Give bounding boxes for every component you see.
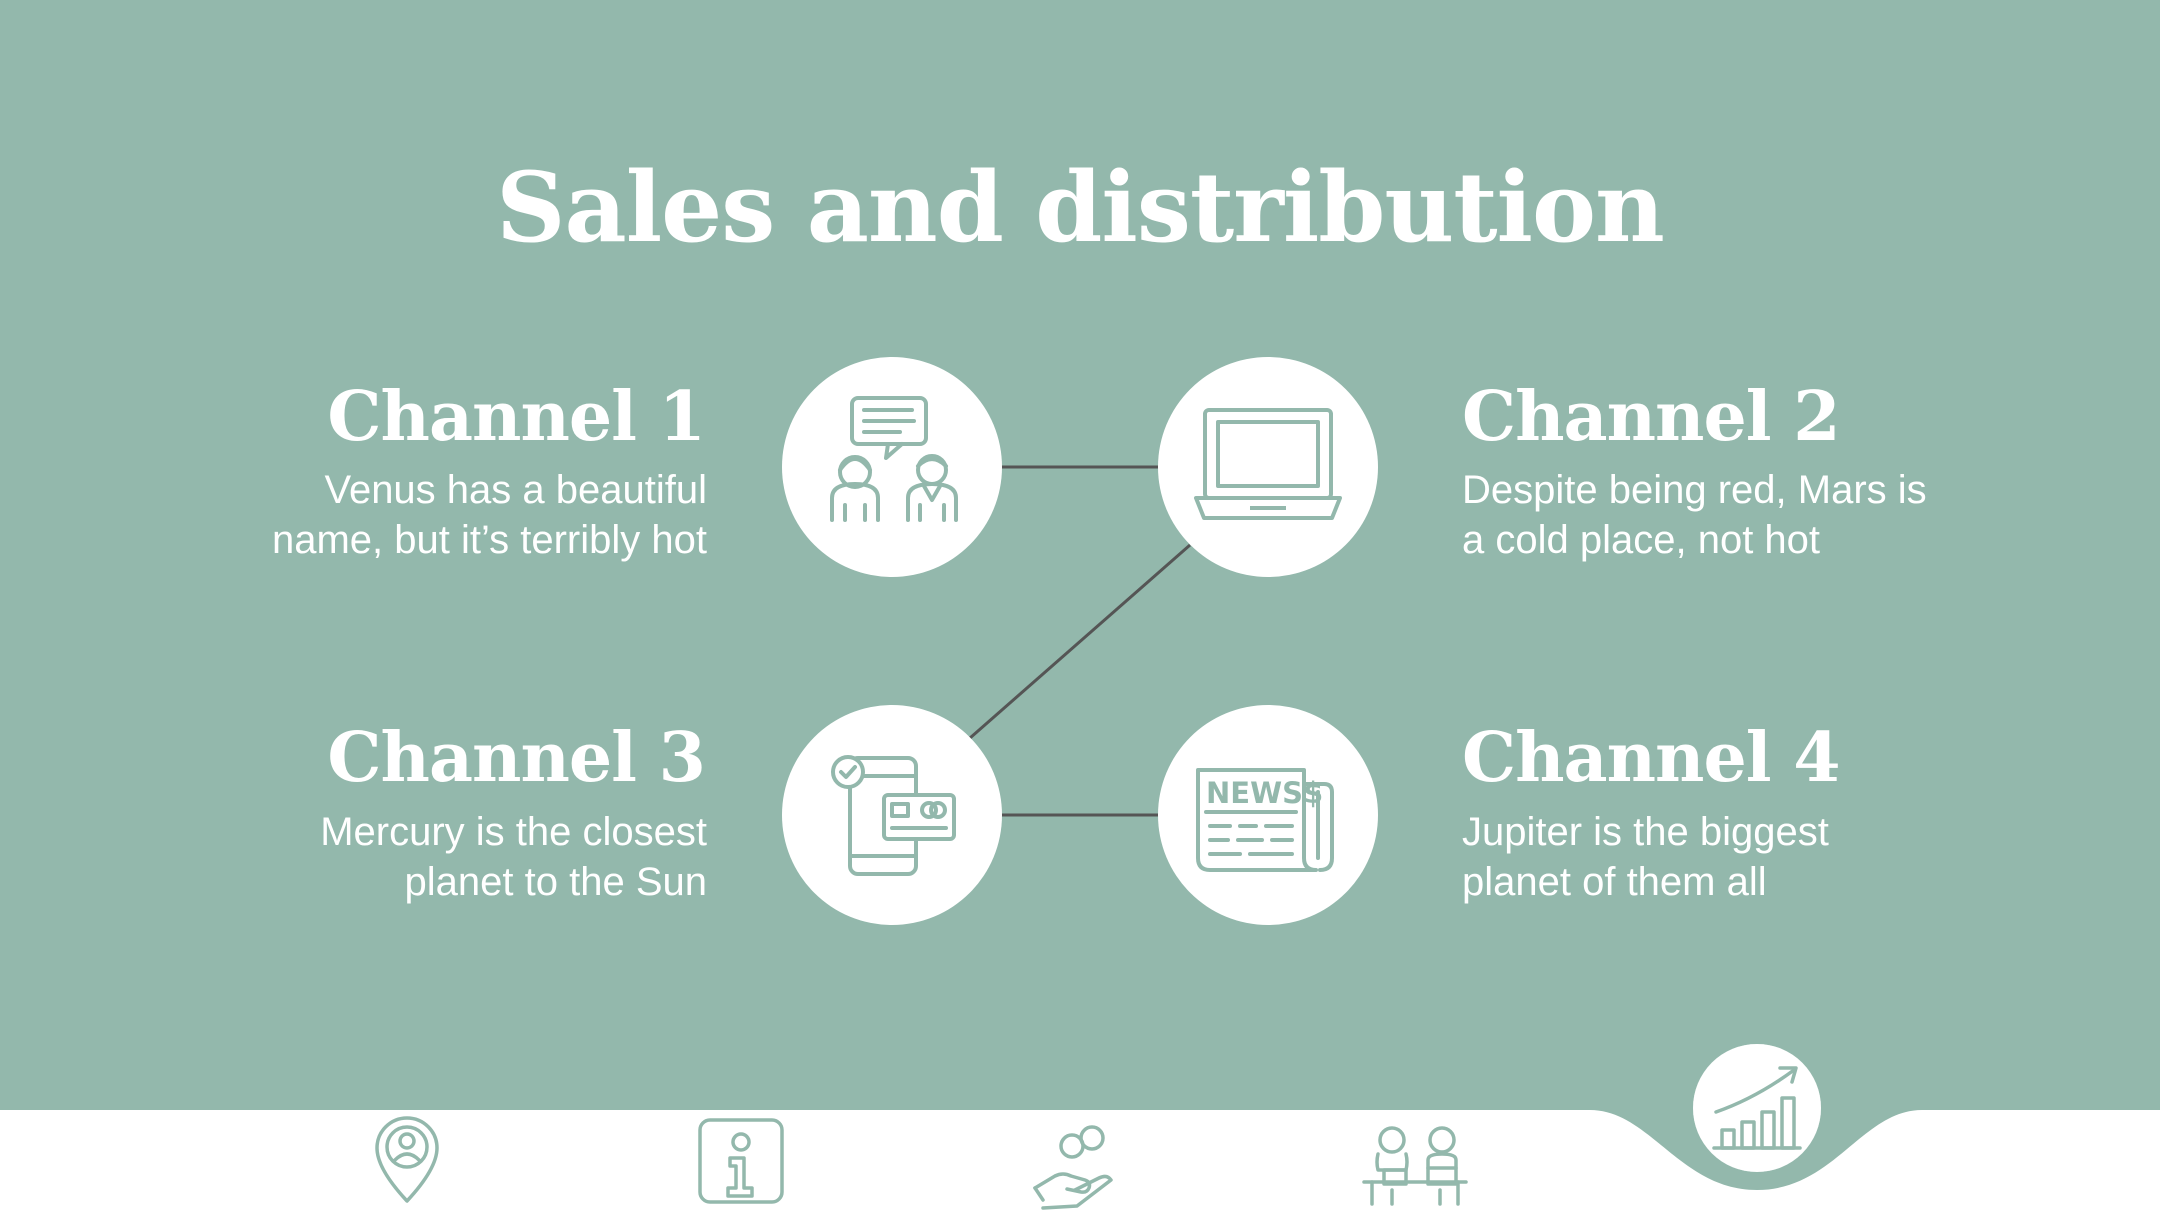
chat-people-icon xyxy=(830,396,958,522)
channel-4-desc-line2: planet of them all xyxy=(1462,860,1767,904)
channel-2-desc: Despite being red, Mars is a cold place,… xyxy=(1462,465,2082,565)
laptop-icon xyxy=(1194,408,1342,520)
nav-item-3[interactable] xyxy=(1033,1125,1113,1210)
channel-3-desc: Mercury is the closest planet to the Sun xyxy=(147,807,707,907)
newspaper-label: NEWS$ xyxy=(1206,776,1323,810)
bottom-nav-bar xyxy=(0,1110,2160,1215)
nav-item-2[interactable] xyxy=(698,1118,784,1204)
channel-1-title: Channel 1 xyxy=(327,377,706,457)
channel-2-circle xyxy=(1158,357,1378,577)
channel-3-desc-line1: Mercury is the closest xyxy=(320,810,707,854)
channel-4-circle: NEWS$ xyxy=(1158,705,1378,925)
channel-4-desc-line1: Jupiter is the biggest xyxy=(1462,810,1829,854)
money-hand-icon xyxy=(1033,1125,1113,1210)
channel-4-title: Channel 4 xyxy=(1462,718,1841,798)
channel-1-desc-line2: name, but it’s terribly hot xyxy=(271,518,707,562)
page-title: Sales and distribution xyxy=(496,151,1665,264)
channel-3-circle xyxy=(782,705,1002,925)
channel-2-desc-line1: Despite being red, Mars is xyxy=(1462,468,1927,512)
channel-2-title: Channel 2 xyxy=(1462,377,1841,457)
channel-1-desc: Venus has a beautiful name, but it’s ter… xyxy=(147,465,707,565)
channel-3-desc-line2: planet to the Sun xyxy=(404,860,707,904)
growth-chart-icon xyxy=(1712,1066,1802,1150)
meeting-people-icon xyxy=(1362,1126,1468,1206)
location-person-icon xyxy=(375,1116,439,1203)
info-icon xyxy=(698,1118,784,1204)
channel-1-desc-line1: Venus has a beautiful xyxy=(324,468,707,512)
newspaper-icon xyxy=(1196,768,1334,872)
nav-item-1[interactable] xyxy=(375,1116,439,1203)
connector-2-3 xyxy=(969,543,1191,740)
nav-item-5-active[interactable] xyxy=(1693,1044,1821,1172)
channel-1-circle xyxy=(782,357,1002,577)
channel-2-desc-line2: a cold place, not hot xyxy=(1462,518,1821,562)
mobile-payment-icon xyxy=(831,755,956,876)
channel-3-title: Channel 3 xyxy=(327,718,706,798)
channel-4-desc: Jupiter is the biggest planet of them al… xyxy=(1462,807,2082,907)
nav-item-4[interactable] xyxy=(1362,1126,1468,1206)
